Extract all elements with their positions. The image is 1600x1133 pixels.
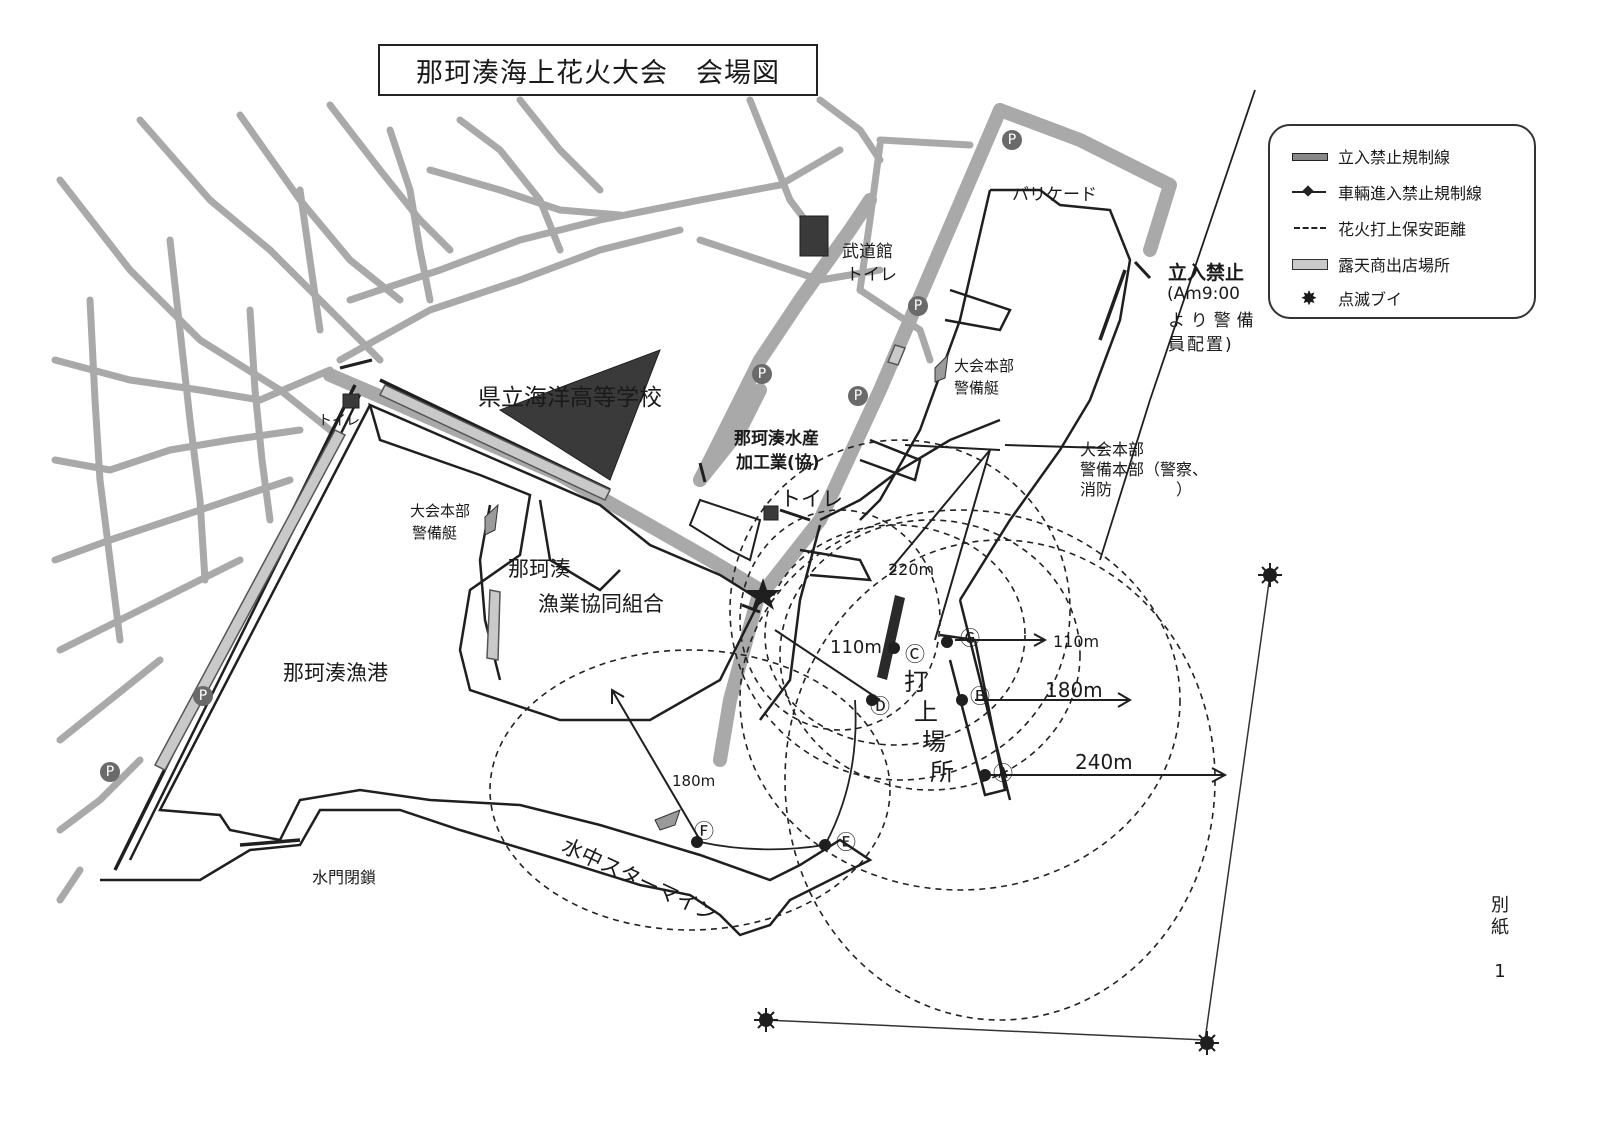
distance-110-right-label: 110m <box>1053 632 1100 651</box>
buoy-3-icon <box>754 1008 778 1032</box>
parking-icon: P <box>752 364 772 384</box>
toilet-left-building <box>342 393 360 409</box>
side-note-char: 紙 <box>1491 917 1509 938</box>
legend-row-buoy: ✸ 点滅ブイ <box>1290 284 1402 312</box>
budokan-toilet-label: トイレ <box>846 265 897 285</box>
distance-arrows <box>611 444 1228 841</box>
point-e-dot <box>819 839 831 851</box>
legend-label: 露天商出店場所 <box>1338 256 1451 275</box>
legend-label: 点滅ブイ <box>1338 290 1403 309</box>
distance-220-label: 220m <box>888 560 935 579</box>
legend-row-safety: 花火打上保安距離 <box>1290 214 1466 242</box>
boat-right-icon <box>934 353 949 383</box>
no-entry-note: より警備 <box>1168 311 1260 331</box>
buoy-2-icon <box>1195 1031 1219 1055</box>
point-c-label: Ⓒ <box>905 642 925 666</box>
stall-areas <box>153 344 907 771</box>
legend-label: 立入禁止規制線 <box>1338 148 1451 167</box>
barricade-label: バリケード <box>1012 185 1097 205</box>
side-note-char: 別 <box>1491 895 1509 916</box>
fishery-coop-label: 那珂湊 <box>508 557 571 581</box>
point-a-label: Ⓐ <box>993 761 1013 785</box>
hq-boat-left-label: 大会本部 <box>410 502 471 520</box>
processing-coop-label: 加工業(協) <box>736 453 820 473</box>
boat-left-icon <box>484 503 499 536</box>
point-g-dot <box>941 636 953 648</box>
hq-police-label: 大会本部 <box>1080 440 1145 459</box>
budokan-building <box>799 215 829 257</box>
distance-180-right-label: 180m <box>1045 678 1103 702</box>
buoy-1-icon <box>1258 563 1282 587</box>
restricted-line-icon <box>1290 146 1328 166</box>
map-title: 那珂湊海上花火大会 会場図 <box>378 44 818 96</box>
toilet-center-label: トイレ <box>780 487 843 511</box>
point-g-label: Ⓖ <box>960 626 980 650</box>
legend: 立入禁止規制線 車輛進入禁止規制線 花火打上保安距離 露天商出店場所 ✸ 点滅ブ… <box>1268 124 1536 319</box>
vehicle-barrier-line-icon <box>1290 182 1328 202</box>
point-e-label: Ⓔ <box>836 830 856 854</box>
flashing-buoys <box>754 563 1282 1055</box>
vehicle-barrier-lines <box>339 260 1152 614</box>
legend-row-vehicle: 車輛進入禁止規制線 <box>1290 178 1482 206</box>
safety-distance-dashed-icon <box>1290 218 1328 238</box>
point-d-label: Ⓓ <box>870 694 890 718</box>
legend-label: 車輛進入禁止規制線 <box>1338 184 1483 203</box>
coastline-lower <box>1099 399 1151 561</box>
flashing-buoy-icon: ✸ <box>1300 286 1318 310</box>
launch-site-label: 場 <box>922 728 946 756</box>
hq-boat-right-label: 大会本部 <box>954 357 1015 375</box>
parking-icon: P <box>193 686 213 706</box>
hq-police-label: 警備本部（警察、 <box>1080 460 1209 479</box>
launch-site-label: 打 <box>904 668 928 696</box>
launch-pads <box>877 595 905 680</box>
distance-240-label: 240m <box>1075 750 1133 774</box>
no-entry-note: (Am9:00 <box>1167 284 1240 304</box>
security-boats <box>484 353 949 831</box>
water-gate-label: 水門閉鎖 <box>312 868 377 887</box>
legend-label: 花火打上保安距離 <box>1338 220 1467 239</box>
hq-boat-left-label: 警備艇 <box>412 524 458 542</box>
legend-row-stall: 露天商出店場所 <box>1290 250 1450 278</box>
parking-icon: P <box>100 762 120 782</box>
distance-180-left-label: 180m <box>672 772 716 790</box>
budokan-label: 武道館 <box>842 242 893 262</box>
stall-area-icon <box>1290 254 1328 274</box>
fishery-coop-label: 漁業協同組合 <box>538 592 664 616</box>
legend-row-restricted: 立入禁止規制線 <box>1290 142 1450 170</box>
coastline <box>1149 89 1256 401</box>
point-f-label: Ⓕ <box>694 819 714 843</box>
launch-site-label: 所 <box>930 758 954 786</box>
star-marker-icon <box>746 578 780 610</box>
toilet-center-building <box>763 505 779 521</box>
parking-icon: P <box>908 296 928 316</box>
school-label: 県立海洋高等学校 <box>478 385 662 411</box>
port-outline <box>100 188 1132 937</box>
launch-site-label: 上 <box>914 698 938 726</box>
point-b-dot <box>956 694 968 706</box>
launch-points <box>691 636 991 851</box>
point-d-dot <box>866 694 878 706</box>
parking-icon: P <box>1002 130 1022 150</box>
point-f-dot <box>691 836 703 848</box>
point-b-label: Ⓑ <box>970 684 990 708</box>
point-a-dot <box>979 769 991 781</box>
hq-boat-right-label: 警備艇 <box>954 379 1000 397</box>
parking-icon: P <box>848 386 868 406</box>
side-note-number: 1 <box>1494 961 1506 982</box>
school-building <box>498 349 661 481</box>
toilet-left-label: トイレ <box>318 413 360 429</box>
fishing-port-label: 那珂湊漁港 <box>283 661 388 685</box>
no-entry-label: 立入禁止 <box>1168 262 1245 284</box>
side-note: 別 紙 1 <box>1490 895 1510 983</box>
point-c-dot <box>888 642 900 654</box>
distance-110-left-label: 110m <box>830 637 882 658</box>
processing-building <box>688 498 762 562</box>
processing-coop-label: 那珂湊水産 <box>734 429 819 449</box>
safety-circles <box>489 439 1216 1021</box>
hq-police-label: 消防 ） <box>1080 480 1193 499</box>
buildings <box>342 215 829 521</box>
boat-starmine-icon <box>654 809 681 831</box>
no-entry-note: 員配置) <box>1168 335 1234 355</box>
